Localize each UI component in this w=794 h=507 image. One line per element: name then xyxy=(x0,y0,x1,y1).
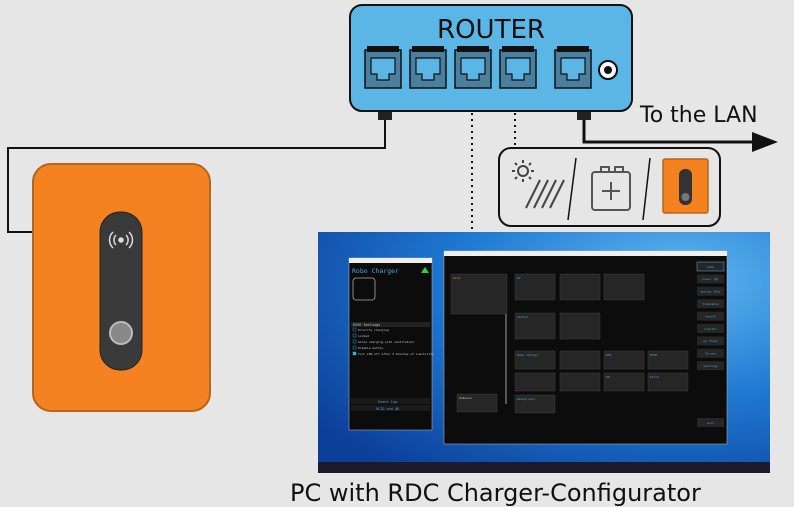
menu-button[interactable] xyxy=(697,274,724,284)
menu-label: ev fleet xyxy=(703,339,718,343)
ethernet-port-icon xyxy=(554,46,592,89)
node-label: EVSE xyxy=(650,353,657,357)
menu-button[interactable] xyxy=(697,361,724,371)
menu-label: exit xyxy=(707,421,714,425)
menu-button[interactable] xyxy=(697,324,724,333)
node-box[interactable] xyxy=(647,372,689,392)
menu-label: limiter xyxy=(704,327,717,331)
section-title: EVSE Settings xyxy=(353,323,380,327)
checkbox-label: Priority charging xyxy=(358,328,389,332)
menu-button[interactable] xyxy=(697,336,724,346)
charger-icon xyxy=(662,158,709,214)
rcid-qr-button[interactable]: RCID and QR xyxy=(376,407,400,411)
battery-icon xyxy=(591,166,631,211)
checkbox[interactable] xyxy=(352,339,357,344)
node-box[interactable] xyxy=(450,273,508,315)
event-log-button[interactable]: Event log xyxy=(378,400,397,404)
node-box[interactable] xyxy=(456,393,498,413)
menu-button[interactable] xyxy=(697,348,724,358)
node-box xyxy=(514,372,556,392)
cable-router-to-charger xyxy=(7,118,386,233)
menu-label: timetable xyxy=(702,302,718,306)
node-box xyxy=(559,273,601,301)
ethernet-port-icon xyxy=(499,46,537,89)
menu-label: home xyxy=(707,265,714,269)
checkbox-label: Allow charging with ventilation xyxy=(358,340,414,344)
node-box[interactable] xyxy=(514,350,556,370)
checkbox-label: Turn LED off after 5 minutes of inactivi… xyxy=(358,352,434,356)
robo-charger-device xyxy=(32,163,211,412)
menu-button[interactable] xyxy=(697,299,724,309)
pc-screen: Robo Charger EVSE Settings Priority char… xyxy=(318,232,770,473)
ethernet-port-icon xyxy=(454,46,492,89)
menu-label: tariff xyxy=(705,314,716,318)
menu-button[interactable] xyxy=(697,418,724,427)
checkbox[interactable] xyxy=(352,351,357,356)
menu-button[interactable] xyxy=(697,286,724,296)
checkbox-label: Disable button xyxy=(358,346,383,350)
menu-button[interactable] xyxy=(696,261,725,272)
node-box xyxy=(603,273,645,301)
lan-label: To the LAN xyxy=(639,103,758,128)
node-label: HP xyxy=(606,375,610,379)
node-box[interactable] xyxy=(647,350,689,370)
node-label: PV xyxy=(517,276,521,280)
menu-label: settings xyxy=(703,364,718,368)
menu-label: energy [Wh] xyxy=(701,290,721,294)
node-label: Unknown xyxy=(459,396,472,400)
menu-button[interactable] xyxy=(697,311,724,321)
arrow-head-icon xyxy=(752,132,778,152)
node-label: eStore xyxy=(517,315,528,319)
menu-label: IO mon xyxy=(705,352,716,356)
node-box xyxy=(559,312,601,340)
node-label: EMS xyxy=(606,353,612,357)
node-label: Background xyxy=(517,397,535,401)
node-box xyxy=(559,372,601,392)
node-label: Grid xyxy=(453,276,460,280)
node-box xyxy=(559,350,601,370)
node-box[interactable] xyxy=(603,372,645,392)
node-label: Extra xyxy=(650,375,659,379)
node-box[interactable] xyxy=(514,312,556,340)
charger-button xyxy=(109,321,133,345)
sun-pv-icon xyxy=(512,160,565,209)
lan-arrow xyxy=(582,118,760,144)
taskbar xyxy=(318,462,770,473)
checkbox[interactable] xyxy=(352,327,357,332)
rfid-icon xyxy=(108,231,134,249)
router-label: ROUTER xyxy=(437,15,545,45)
checkbox-label: Locked xyxy=(358,334,369,338)
node-label: Robo Charger xyxy=(517,353,539,357)
checkbox[interactable] xyxy=(352,333,357,338)
node-box[interactable] xyxy=(514,394,556,414)
checkbox[interactable] xyxy=(352,345,357,350)
robo-charger-window: Robo Charger EVSE Settings Priority char… xyxy=(348,257,434,431)
window-title: Robo Charger xyxy=(352,267,399,275)
caption: PC with RDC Charger-Configurator xyxy=(290,479,701,507)
router: ROUTER xyxy=(349,4,633,120)
node-box[interactable] xyxy=(514,273,556,301)
menu-label: power [W] xyxy=(702,277,718,281)
node-box[interactable] xyxy=(603,350,645,370)
ethernet-port-icon xyxy=(409,46,447,89)
ethernet-port-icon xyxy=(364,46,402,89)
devices-box xyxy=(498,147,721,227)
